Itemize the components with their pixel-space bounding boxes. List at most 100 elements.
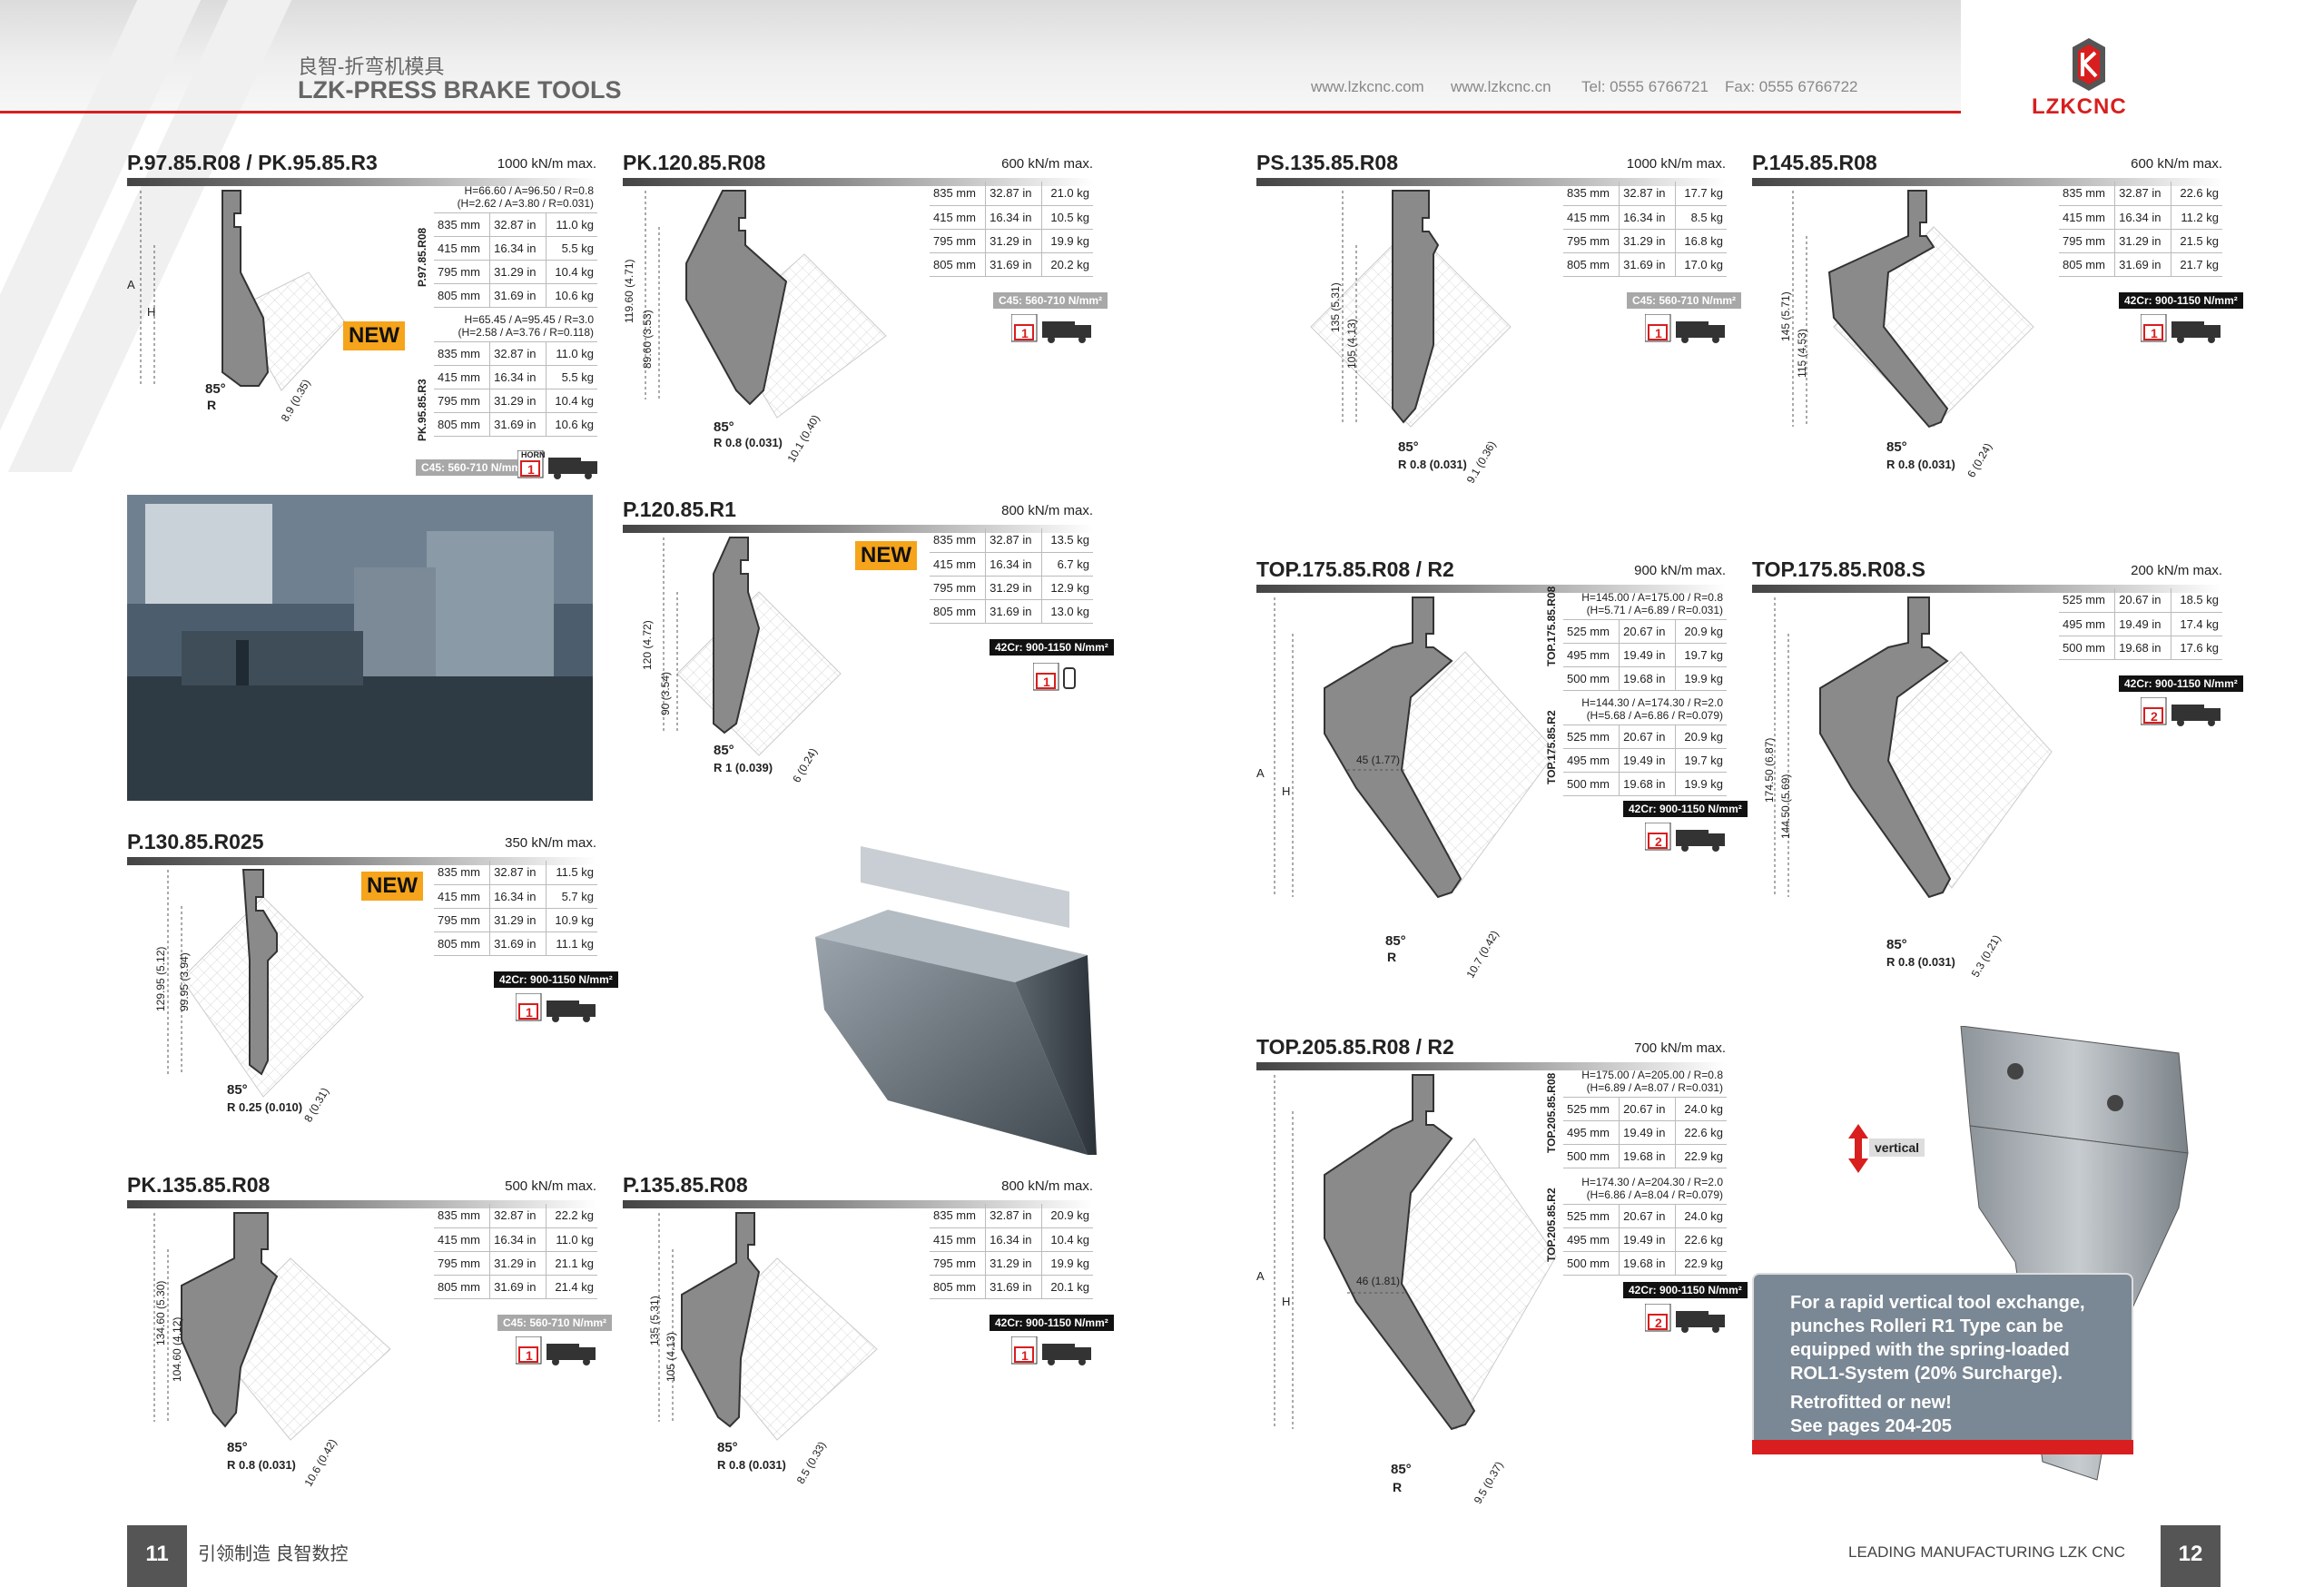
table-cell: 24.0 kg — [1675, 1097, 1727, 1121]
table-cell: 22.6 kg — [2171, 182, 2222, 206]
info-line: For a rapid vertical tool exchange, — [1790, 1293, 2085, 1313]
dimension-height: 129.95 (5.12) — [154, 946, 167, 1011]
table-cell: 415 mm — [2059, 205, 2116, 230]
max-capacity: 700 kN/m max. — [1634, 1040, 1726, 1056]
horn-stock-icon — [516, 1336, 596, 1365]
spec-header-line: H=66.60 / A=96.50 / R=0.8 — [464, 183, 594, 197]
product-title: TOP.175.85.R08.S — [1752, 557, 1925, 581]
product-top175: TOP.175.85.R08 / R2 900 kN/m max. A H 45… — [1256, 557, 1748, 981]
table-cell: 16.34 in — [985, 552, 1042, 577]
dimension-height: 134.60 (5.30) — [154, 1280, 167, 1346]
table-cell: 20.9 kg — [1675, 619, 1727, 644]
table-cell: 20.67 in — [1619, 724, 1676, 749]
table-cell: 16.34 in — [489, 1227, 547, 1252]
spec-table: H=66.60 / A=96.50 / R=0.8(H=2.62 / A=3.8… — [434, 182, 597, 308]
table-cell: 495 mm — [1563, 748, 1620, 773]
tip-radius: R 0.8 (0.031) — [717, 1458, 786, 1472]
variant-label: TOP.175.85.R08 — [1545, 586, 1558, 666]
table-cell: 19.9 kg — [1675, 772, 1727, 796]
product-title: P.130.85.R025 — [127, 830, 264, 853]
table-cell: 795 mm — [434, 1251, 491, 1276]
product-title: PK.135.85.R08 — [127, 1173, 271, 1197]
horn-stock-icon — [1645, 823, 1725, 852]
table-cell: 11.0 kg — [546, 341, 597, 366]
title-rule — [1752, 178, 2222, 186]
max-capacity: 1000 kN/m max. — [497, 156, 596, 172]
table-cell: 415 mm — [434, 365, 491, 389]
table-cell: 16.34 in — [985, 1227, 1042, 1252]
table-cell: 13.0 kg — [1041, 599, 1093, 624]
horn-stock-icon — [1011, 314, 1091, 343]
punch-profile-drawing — [645, 190, 887, 419]
tip-angle: 85° — [714, 419, 734, 435]
table-cell: 525 mm — [1563, 1204, 1620, 1228]
table-cell: 835 mm — [434, 212, 491, 237]
spec-header-line: (H=5.68 / A=6.86 / R=0.079) — [1586, 708, 1723, 722]
table-cell: 31.69 in — [1619, 252, 1676, 277]
punch-profile-drawing — [1774, 596, 2053, 899]
table-cell: 795 mm — [930, 1251, 987, 1276]
new-badge: NEW — [361, 872, 423, 901]
horn-stock-icon — [516, 993, 596, 1022]
table-cell: 20.9 kg — [1041, 1204, 1093, 1228]
material-label: C45: 560-710 N/mm² — [993, 292, 1108, 309]
table-cell: 415 mm — [930, 1227, 987, 1252]
table-cell: 13.5 kg — [1041, 528, 1093, 553]
table-cell: 21.7 kg — [2171, 252, 2222, 277]
tip-angle: 85° — [227, 1082, 248, 1098]
table-cell: 32.87 in — [985, 1204, 1042, 1228]
max-capacity: 800 kN/m max. — [1001, 503, 1093, 518]
material-label: C45: 560-710 N/mm² — [1627, 292, 1742, 309]
title-rule — [1256, 178, 1726, 186]
website-link[interactable]: www.lzkcnc.cn — [1451, 78, 1551, 95]
max-capacity: 600 kN/m max. — [2131, 156, 2222, 172]
table-cell: 31.69 in — [489, 1275, 547, 1299]
table-cell: 19.49 in — [2114, 612, 2171, 636]
factory-photo — [127, 495, 593, 801]
product-top205: TOP.205.85.R08 / R2 700 kN/m max. A H 46… — [1256, 1035, 1748, 1507]
horn-number: 2 — [1655, 1316, 1662, 1330]
table-cell: 17.4 kg — [2171, 612, 2222, 636]
dimension-width: 45 (1.77) — [1356, 754, 1401, 766]
table-cell: 835 mm — [930, 182, 987, 206]
tip-radius: R 0.8 (0.031) — [227, 1458, 296, 1472]
table-cell: 31.29 in — [489, 908, 547, 932]
table-cell: 835 mm — [930, 528, 987, 553]
table-cell: 415 mm — [434, 1227, 491, 1252]
table-cell: 31.29 in — [985, 229, 1042, 253]
horn-number: 1 — [527, 462, 535, 477]
table-cell: 31.69 in — [489, 412, 547, 437]
table-cell: 12.9 kg — [1041, 576, 1093, 600]
punch-profile-drawing — [1274, 596, 1557, 899]
product-title: PK.120.85.R08 — [623, 151, 766, 174]
table-cell: 18.5 kg — [2171, 588, 2222, 613]
max-capacity: 500 kN/m max. — [505, 1178, 596, 1194]
dimension-height: 119.60 (4.71) — [623, 259, 635, 324]
product-p145: P.145.85.R08 600 kN/m max. 145 (5.71) 11… — [1752, 151, 2243, 514]
table-cell: 10.4 kg — [546, 260, 597, 284]
title-rule — [623, 178, 1093, 186]
tip-radius: R — [1393, 1480, 1403, 1494]
dimension-h: H — [147, 305, 156, 319]
website-link[interactable]: www.lzkcnc.com — [1311, 78, 1424, 95]
table-cell: 415 mm — [930, 552, 987, 577]
stock-label: stock — [557, 445, 591, 459]
table-cell: 19.7 kg — [1675, 748, 1727, 773]
table-cell: 500 mm — [1563, 1251, 1620, 1276]
table-cell: 19.68 in — [2114, 636, 2171, 660]
